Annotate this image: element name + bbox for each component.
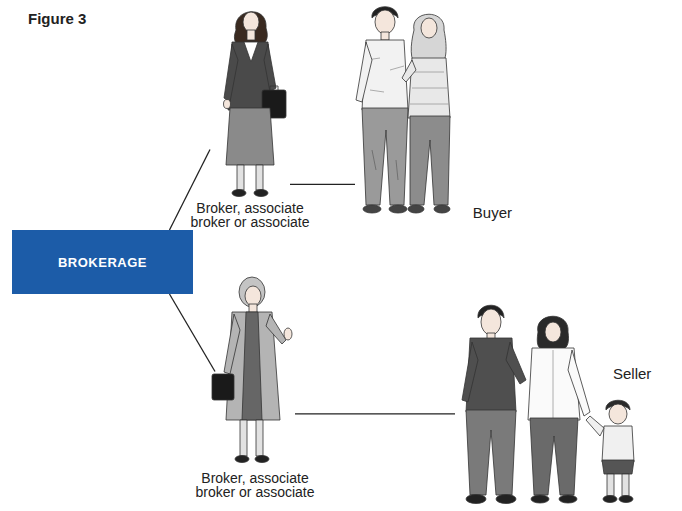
buyer-figure: Buyer — [355, 5, 512, 225]
figure-caption: Broker, associate broker or associate — [191, 471, 319, 499]
agent-figure: Broker, associate broker or associate — [215, 275, 295, 468]
connector-line — [169, 294, 215, 372]
brokerage-box: BROKERAGE — [12, 230, 193, 294]
figure-label: Buyer — [473, 204, 512, 221]
figure-label: Seller — [613, 365, 651, 382]
figure-caption: Broker, associate broker or associate — [186, 201, 314, 229]
connector-line — [290, 184, 355, 185]
figure-title: Figure 3 — [28, 10, 86, 27]
connector-line — [295, 413, 455, 414]
agent-figure: Broker, associate broker or associate — [210, 4, 290, 198]
box-label: BROKERAGE — [58, 255, 147, 270]
seller-figure: Seller — [455, 295, 668, 508]
